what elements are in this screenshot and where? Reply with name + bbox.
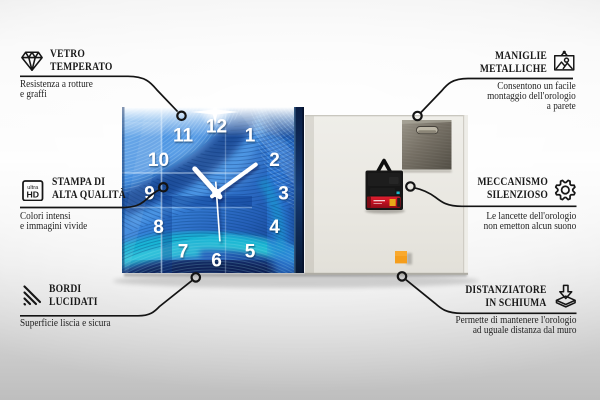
marker-metal-hangers — [412, 110, 423, 122]
callout-title-line: ALTA QUALITÀ — [52, 188, 126, 201]
callout-title-line: TEMPERATO — [50, 60, 113, 73]
callout-sub-line: Le lancette dell'orologio — [486, 210, 576, 222]
svg-text:5: 5 — [245, 242, 256, 263]
callout-subtitle: Permette di mantenere l'orologio ad ugua… — [455, 315, 576, 336]
callout-sub-line: Resistenza a rotture — [20, 78, 93, 90]
mechanism-label — [396, 191, 400, 195]
marker-polished-edges — [190, 272, 202, 283]
svg-text:12: 12 — [206, 117, 227, 138]
diamond-icon — [21, 50, 43, 72]
callout-sub-line: non emetton alcun suono — [483, 221, 576, 233]
product-shadow — [113, 273, 479, 288]
center-hub — [212, 188, 221, 198]
callout-sub-line: Colori intensi — [20, 210, 71, 222]
callout-title-line: IN SCHIUMA — [485, 296, 547, 309]
callout-subtitle: Resistenza a rotture e graffi — [20, 78, 93, 101]
clock-mechanism — [365, 158, 405, 214]
callout-subtitle: Superficie liscia e sicura — [20, 317, 111, 330]
callout-title-line: VETRO — [50, 47, 86, 60]
callout-sub-line: Consentono un facile — [497, 80, 576, 92]
svg-text:7: 7 — [178, 242, 189, 263]
callout-title-line: SILENZIOSO — [487, 188, 548, 201]
callout-sub-line: e graffi — [20, 89, 47, 101]
svg-text:ultra: ultra — [27, 185, 39, 191]
leader-tempered-glass — [20, 75, 179, 113]
callout-title-line: MANIGLIE — [494, 49, 547, 62]
svg-text:8: 8 — [153, 217, 164, 238]
clock-front: 1 2 3 4 5 6 7 8 9 10 11 12 — [122, 107, 304, 273]
marker-print-quality — [158, 182, 169, 193]
svg-text:HD: HD — [26, 189, 39, 199]
callout-subtitle: Le lancette dell'orologio non emetton al… — [483, 210, 576, 234]
callout-sub-line: ad uguale distanza dal muro — [472, 325, 576, 336]
svg-text:10: 10 — [148, 150, 169, 171]
callout-subtitle: Colori intensi e immagini vivide — [20, 210, 88, 233]
polished-edges-icon — [22, 285, 41, 306]
callout-sub-line: a parete — [547, 100, 576, 112]
callout-title-line: METALLICHE — [479, 62, 547, 75]
svg-text:9: 9 — [144, 184, 155, 205]
leader-silent-mechanism — [414, 187, 577, 208]
ultra-hd-icon: ultra HD — [22, 179, 44, 202]
foam-spacer — [395, 251, 412, 265]
picture-frame-icon — [553, 50, 576, 71]
svg-text:6: 6 — [211, 251, 222, 272]
callout-sub-line: Permette di mantenere l'orologio — [455, 315, 576, 326]
callout-title-line: DISTANZIATORE — [465, 283, 547, 296]
leader-polished-edges — [20, 279, 193, 317]
glass-side-edge — [294, 107, 304, 273]
metal-hanging-plate — [402, 120, 452, 173]
svg-text:4: 4 — [269, 217, 280, 238]
svg-text:3: 3 — [278, 184, 289, 205]
callout-title-line: MECCANISMO — [477, 175, 548, 188]
clock-numerals: 1 2 3 4 5 6 7 8 9 10 11 12 — [144, 117, 289, 272]
marker-foam-spacer — [396, 271, 408, 282]
leader-print-quality — [20, 188, 160, 209]
leader-metal-hangers — [420, 77, 573, 114]
svg-text:11: 11 — [173, 126, 194, 147]
callout-title-line: BORDI — [49, 283, 82, 295]
marker-silent-mechanism — [405, 181, 416, 192]
foam-spacer-icon — [554, 284, 578, 309]
svg-text:1: 1 — [245, 126, 256, 147]
callout-title-line: LUCIDATI — [49, 296, 98, 308]
mechanism-hook — [375, 158, 393, 174]
gear-icon — [554, 178, 578, 202]
minute-hand — [210, 162, 258, 199]
callout-sub-line: e immagini vivide — [20, 221, 88, 233]
marker-tempered-glass — [176, 110, 187, 122]
feather-texture — [122, 234, 294, 273]
leader-foam-spacer — [405, 279, 577, 315]
callout-title-line: STAMPA DI — [52, 175, 106, 188]
callout-sub-line: Superficie liscia e sicura — [20, 317, 111, 329]
svg-text:2: 2 — [269, 150, 280, 171]
battery — [367, 196, 401, 208]
clock-hands — [192, 162, 258, 242]
callout-sub-line: montaggio dell'orologio — [487, 90, 576, 102]
callout-subtitle: Consentono un facile montaggio dell'orol… — [487, 80, 576, 112]
lens-flare — [191, 107, 239, 128]
clock-back-panel — [305, 115, 468, 275]
